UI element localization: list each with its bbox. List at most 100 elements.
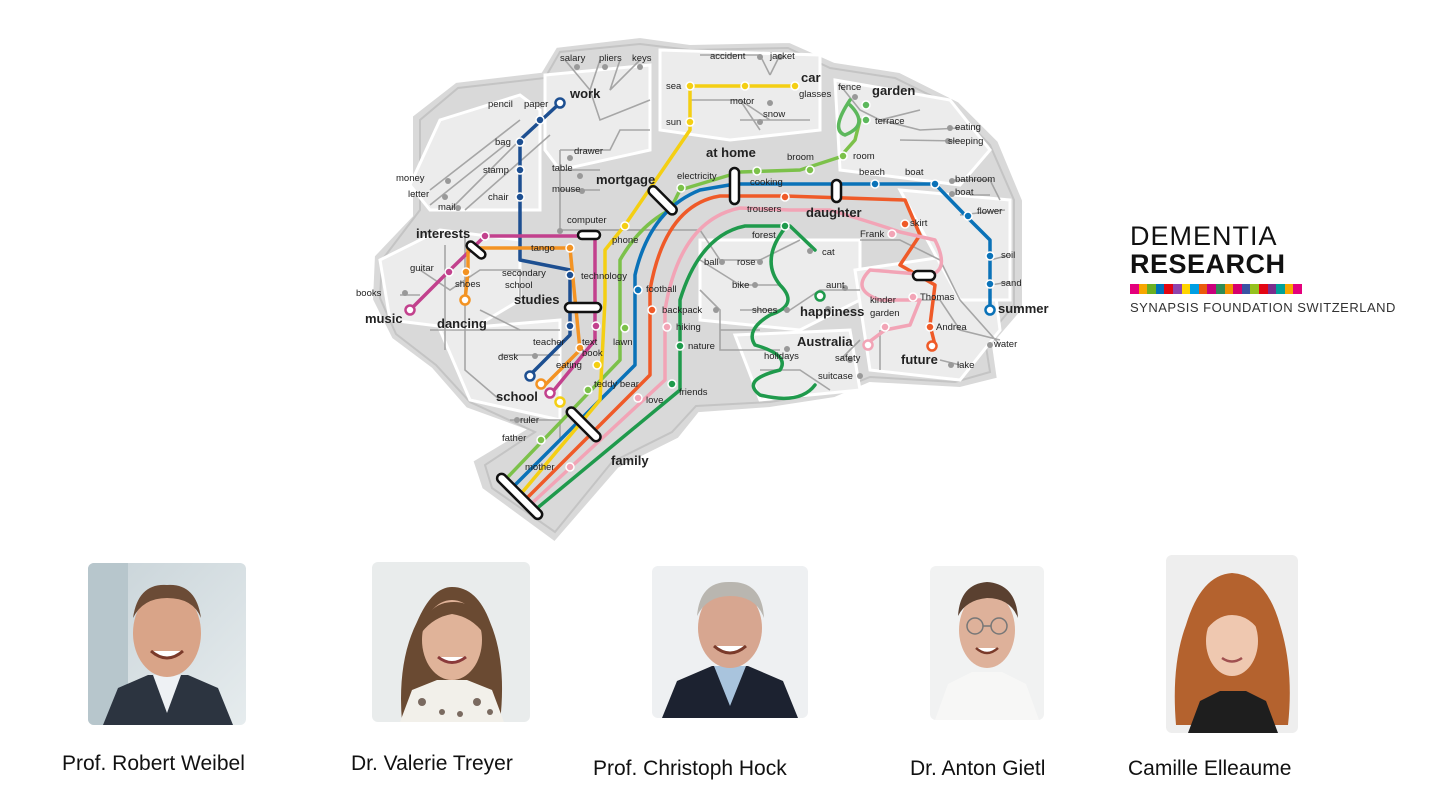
svg-text:lawn: lawn (613, 337, 633, 348)
svg-text:mortgage: mortgage (596, 172, 655, 187)
svg-text:books: books (356, 288, 382, 299)
logo-stripe-segment (1215, 284, 1225, 294)
svg-text:room: room (853, 151, 875, 162)
svg-text:nature: nature (688, 341, 715, 352)
svg-text:dancing: dancing (437, 316, 487, 331)
svg-text:beach: beach (859, 167, 885, 178)
svg-text:tango: tango (531, 243, 555, 254)
svg-text:football: football (646, 284, 677, 295)
svg-text:music: music (365, 311, 403, 326)
logo-stripe-segment (1155, 284, 1165, 294)
logo-line-2: RESEARCH (1130, 249, 1286, 279)
logo-stripe-segment (1293, 284, 1302, 294)
logo-stripe-segment (1147, 284, 1156, 294)
svg-text:car: car (801, 70, 821, 85)
portrait-gietl (930, 566, 1044, 720)
svg-text:Thomas: Thomas (920, 292, 955, 303)
svg-text:drawer: drawer (574, 146, 603, 157)
svg-text:water: water (993, 339, 1017, 350)
svg-text:suitcase: suitcase (818, 371, 853, 382)
svg-text:sun: sun (666, 117, 681, 128)
svg-text:technology: technology (581, 271, 627, 282)
svg-text:friends: friends (679, 387, 708, 398)
svg-text:father: father (502, 433, 526, 444)
svg-text:garden: garden (872, 83, 915, 98)
svg-text:terrace: terrace (875, 116, 905, 127)
svg-text:accident: accident (710, 51, 746, 62)
svg-text:interests: interests (416, 226, 470, 241)
svg-text:desk: desk (498, 352, 518, 363)
svg-text:teacher: teacher (533, 337, 565, 348)
svg-text:table: table (552, 163, 573, 174)
svg-text:daughter: daughter (806, 205, 862, 220)
svg-text:skirt: skirt (910, 218, 928, 229)
svg-text:summer: summer (998, 301, 1049, 316)
portrait-treyer (372, 562, 530, 722)
logo-stripe-segment (1181, 284, 1191, 294)
svg-text:at home: at home (706, 145, 756, 160)
caption-elleaume: Camille Elleaume (1128, 757, 1292, 780)
svg-text:future: future (901, 352, 938, 367)
caption-weibel: Prof. Robert Weibel (62, 752, 245, 775)
portrait-hock (652, 566, 808, 718)
svg-text:hiking: hiking (676, 322, 701, 333)
svg-text:flower: flower (977, 206, 1002, 217)
svg-text:cooking: cooking (750, 177, 783, 188)
logo-stripe-segment (1258, 284, 1268, 294)
logo-stripe-segment (1241, 284, 1251, 294)
logo-stripe-segment (1130, 284, 1139, 294)
svg-text:chair: chair (488, 192, 509, 203)
svg-text:cat: cat (822, 247, 835, 258)
svg-text:book: book (582, 348, 603, 359)
logo-stripe-segment (1250, 284, 1259, 294)
logo-stripe-segment (1164, 284, 1173, 294)
svg-text:rose: rose (737, 257, 755, 268)
logo-stripe-segment (1172, 284, 1182, 294)
svg-text:backpack: backpack (662, 305, 702, 316)
logo-stripe-segment (1276, 284, 1285, 294)
svg-text:mail: mail (438, 202, 455, 213)
svg-text:Australia: Australia (797, 334, 853, 349)
svg-text:eating: eating (955, 122, 981, 133)
logo-line-1: DEMENTIA (1130, 221, 1278, 251)
svg-text:shoes: shoes (752, 305, 778, 316)
svg-text:lake: lake (957, 360, 974, 371)
svg-text:computer: computer (567, 215, 607, 226)
portrait-weibel (88, 563, 246, 725)
portrait-elleaume (1166, 555, 1298, 733)
svg-text:bag: bag (495, 137, 511, 148)
caption-gietl: Dr. Anton Gietl (910, 757, 1046, 780)
caption-treyer: Dr. Valerie Treyer (351, 752, 513, 775)
svg-text:ruler: ruler (520, 415, 539, 426)
dementia-research-logo: DEMENTIA RESEARCH SYNAPSIS FOUNDATION SW… (1130, 222, 1430, 315)
logo-color-stripe (1130, 284, 1302, 294)
svg-text:school: school (496, 389, 538, 404)
logo-stripe-segment (1207, 284, 1216, 294)
svg-text:glasses: glasses (799, 89, 831, 100)
svg-text:boat: boat (905, 167, 924, 178)
svg-text:holidays: holidays (764, 351, 799, 362)
svg-text:trousers: trousers (747, 204, 782, 215)
svg-text:pliers: pliers (599, 53, 622, 64)
svg-text:guitar: guitar (410, 263, 434, 274)
svg-text:aunt: aunt (826, 280, 845, 291)
logo-stripe-segment (1198, 284, 1208, 294)
svg-text:mouse: mouse (552, 184, 581, 195)
svg-text:phone: phone (612, 235, 638, 246)
svg-text:secondary: secondary (502, 268, 546, 279)
svg-text:text: text (582, 337, 598, 348)
logo-stripe-segment (1224, 284, 1234, 294)
svg-text:jacket: jacket (769, 51, 795, 62)
svg-text:mother: mother (525, 462, 555, 473)
caption-hock: Prof. Christoph Hock (593, 757, 787, 780)
svg-text:motor: motor (730, 96, 754, 107)
logo-stripe-segment (1138, 284, 1148, 294)
logo-stripe-segment (1190, 284, 1199, 294)
svg-text:bathroom: bathroom (955, 174, 995, 185)
svg-text:forest: forest (752, 230, 776, 241)
logo-stripe-segment (1267, 284, 1277, 294)
svg-text:family: family (611, 453, 649, 468)
svg-text:pencil: pencil (488, 99, 513, 110)
logo-stripe-segment (1284, 284, 1294, 294)
